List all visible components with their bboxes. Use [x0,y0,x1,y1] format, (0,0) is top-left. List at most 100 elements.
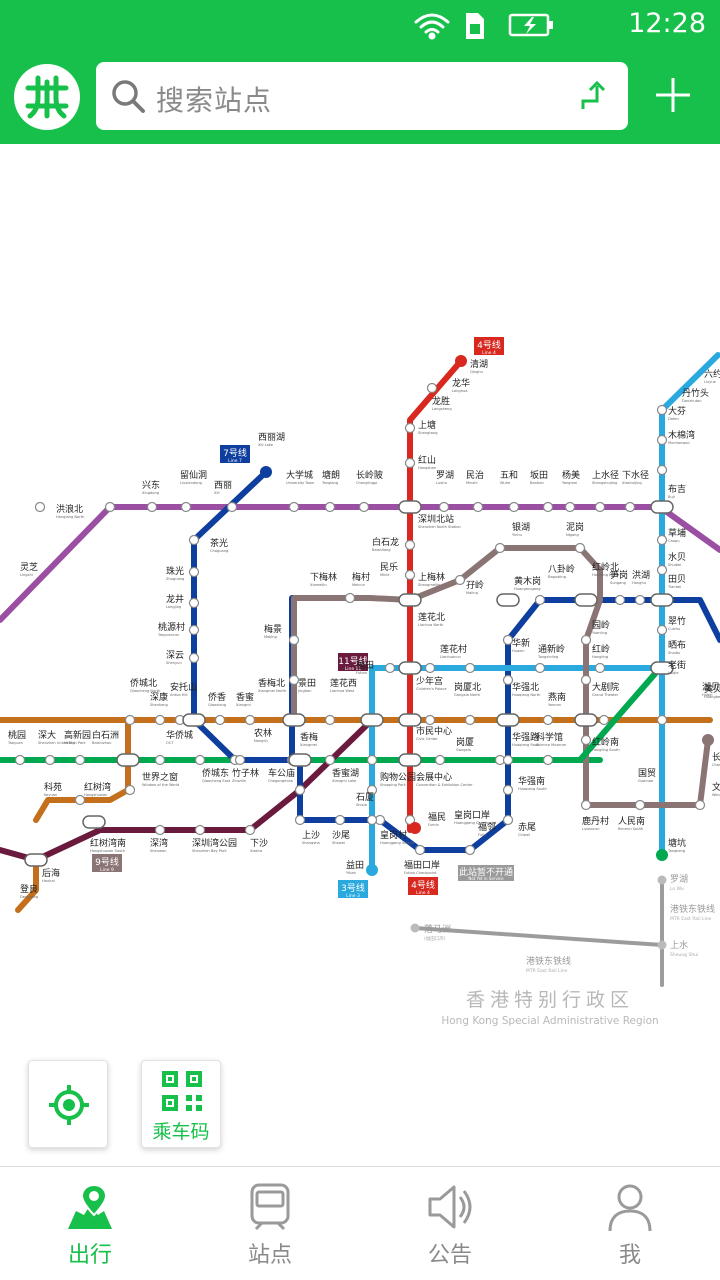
tab-me[interactable]: 我 [540,1167,720,1280]
station-label[interactable]: 长龙Changlong [712,751,720,767]
station-dot[interactable] [44,754,56,766]
transfer-marker[interactable] [398,753,422,767]
line-1-east-path[interactable] [577,665,663,763]
station-dot[interactable] [226,501,238,513]
station-dot[interactable] [366,784,378,796]
station-dot[interactable] [188,534,200,546]
station-dot[interactable] [472,501,484,513]
transfer-marker[interactable] [650,661,674,675]
station-dot[interactable] [508,501,520,513]
station-dot[interactable] [434,754,446,766]
station-dot[interactable] [288,634,300,646]
transfer-marker[interactable] [398,500,422,514]
station-dot[interactable] [426,382,438,394]
station-dot[interactable] [502,784,514,796]
transfer-marker[interactable] [116,753,140,767]
station-dot[interactable] [594,501,606,513]
transfer-marker[interactable] [398,713,422,727]
station-dot[interactable] [194,824,206,836]
search-bar[interactable]: 搜索站点 [96,62,628,130]
station-dot[interactable] [294,814,306,826]
station-dot[interactable] [180,501,192,513]
terminal-dot[interactable] [366,864,378,876]
station-dot[interactable] [424,714,436,726]
station-dot[interactable] [694,799,706,811]
terminal-dot[interactable] [455,355,467,367]
transfer-marker[interactable] [360,713,384,727]
transfer-marker[interactable] [288,753,312,767]
station-dot[interactable] [464,714,476,726]
station-dot[interactable] [404,569,416,581]
terminal-dot[interactable] [702,734,714,746]
station-dot[interactable] [656,464,668,476]
station-dot[interactable] [414,844,426,856]
station-dot[interactable] [344,592,356,604]
station-dot[interactable] [656,714,668,726]
station-dot[interactable] [656,534,668,546]
station-dot[interactable] [324,501,336,513]
station-dot[interactable] [324,754,336,766]
station-dot[interactable] [188,597,200,609]
station-dot[interactable] [634,799,646,811]
transfer-marker[interactable] [496,593,520,607]
station-dot[interactable] [34,501,46,513]
station-dot[interactable] [494,542,506,554]
station-dot[interactable] [214,714,226,726]
